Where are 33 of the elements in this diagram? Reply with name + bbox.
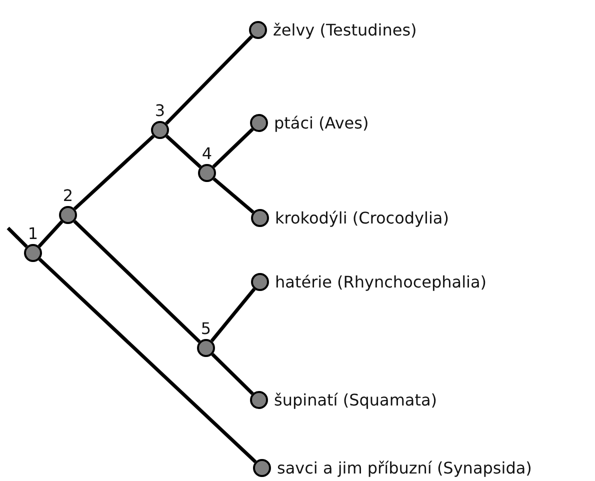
branch-line (73, 220, 201, 344)
tree-node (253, 459, 271, 477)
tree-node (249, 21, 267, 39)
node-number: 1 (28, 224, 38, 243)
taxon-label: savci a jim příbuzní (Synapsida) (277, 458, 532, 478)
tree-node (24, 244, 42, 262)
node-number: 5 (200, 318, 212, 338)
branch-line (212, 178, 254, 214)
tree-node (251, 209, 269, 227)
taxon-label: krokodýli (Crocodylia) (275, 208, 449, 228)
branch-line (73, 134, 155, 210)
tree-node (251, 273, 269, 291)
branch-line (212, 128, 254, 168)
branch-line (210, 288, 256, 342)
taxon-label: želvy (Testudines) (273, 20, 417, 40)
branch-line (165, 35, 253, 125)
taxon-label: ptáci (Aves) (274, 113, 369, 133)
taxon-label: šupinatí (Squamata) (274, 390, 438, 410)
branch-line (38, 258, 257, 464)
tree-node (198, 164, 216, 182)
tree-node (197, 339, 215, 357)
tree-node (151, 121, 169, 139)
node-number: 4 (202, 144, 212, 163)
branch-line (38, 220, 64, 248)
node-number: 3 (154, 100, 166, 120)
taxon-label: hatérie (Rhynchocephalia) (275, 272, 487, 292)
node-number: 2 (62, 186, 74, 205)
tree-node (59, 206, 77, 224)
tree-node (250, 114, 268, 132)
tree-node (250, 391, 268, 409)
branch-line (165, 134, 202, 168)
branch-line (211, 353, 254, 395)
branch-line (6, 226, 28, 248)
